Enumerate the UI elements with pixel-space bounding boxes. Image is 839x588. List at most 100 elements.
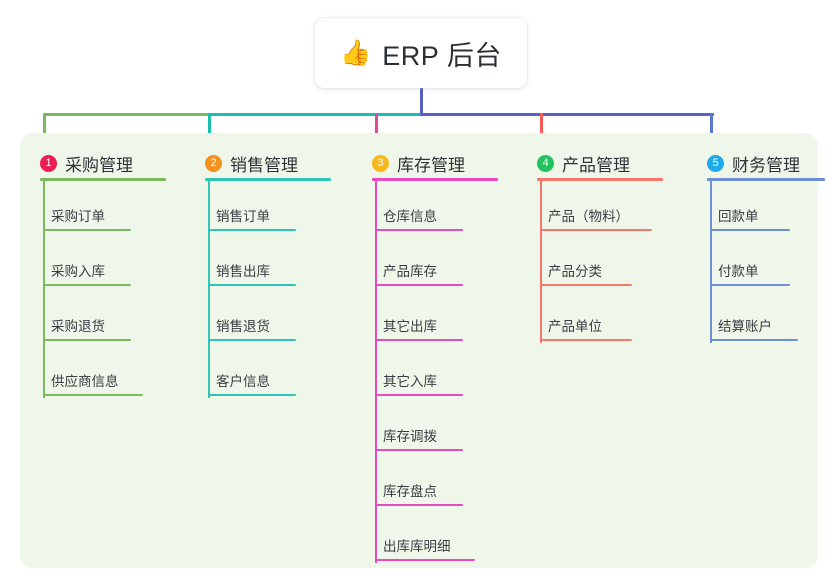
branch-badge-3: 3 [372,154,389,172]
branch-badge-4: 4 [537,154,554,172]
branch-item-label: 供应商信息 [51,374,119,389]
bus-drop-5 [710,113,713,145]
bus-segment-mid [209,113,421,116]
branch-item-underline [375,284,463,286]
branch-underline-4 [537,178,663,181]
branch-item-label: 产品分类 [548,264,602,279]
branch-item[interactable]: 其它入库 [375,370,463,396]
branch-item-label: 出库库明细 [383,539,451,554]
branch-underline-3 [372,178,498,181]
branch-item-label: 其它入库 [383,374,437,389]
root-trunk-line [420,88,423,116]
branch-item-label: 其它出库 [383,319,437,334]
branch-item[interactable]: 库存调拨 [375,425,463,451]
branch-item-underline [208,339,296,341]
branch-item-label: 采购入库 [51,264,105,279]
branch-item[interactable]: 销售出库 [208,260,296,286]
branch-title-5: 财务管理 [732,155,800,175]
branch-item-underline [710,339,798,341]
branch-item[interactable]: 其它出库 [375,315,463,341]
branch-badge-5: 5 [707,154,724,172]
branch-item-label: 产品单位 [548,319,602,334]
branch-item-underline [375,229,463,231]
bus-drop-3 [375,113,378,145]
branch-item[interactable]: 仓库信息 [375,205,463,231]
branch-item-label: 回款单 [718,209,759,224]
root-node-title: ERP 后台 [382,40,502,71]
branch-spine-2 [208,178,210,398]
bus-drop-4 [540,113,543,145]
branch-item-underline [375,394,463,396]
branch-item-label: 产品库存 [383,264,437,279]
branch-item-label: 付款单 [718,264,759,279]
branch-item-label: 产品（物料） [548,209,629,224]
branch-item-underline [375,504,463,506]
branch-item[interactable]: 采购退货 [43,315,131,341]
branch-item-label: 库存盘点 [383,484,437,499]
branch-item[interactable]: 产品（物料） [540,205,652,231]
bus-drop-1 [43,113,46,145]
branch-item-underline [208,229,296,231]
branch-item-underline [710,284,790,286]
branch-item[interactable]: 产品分类 [540,260,632,286]
branch-title-1: 采购管理 [65,155,133,175]
branch-item-underline [208,284,296,286]
branch-item-label: 采购订单 [51,209,105,224]
branch-item[interactable]: 销售退货 [208,315,296,341]
branch-item[interactable]: 库存盘点 [375,480,463,506]
branch-item-label: 库存调拨 [383,429,437,444]
bus-segment-left [44,113,209,116]
root-node-content: 👍 ERP 后台 [340,34,502,73]
branch-title-3: 库存管理 [397,155,465,175]
root-node[interactable]: 👍 ERP 后台 [315,18,527,88]
branch-badge-1: 1 [40,154,57,172]
branch-item-underline [43,339,131,341]
branch-item[interactable]: 产品库存 [375,260,463,286]
branch-spine-1 [43,178,45,398]
branch-item-underline [375,559,475,561]
branch-item[interactable]: 结算账户 [710,315,798,341]
branch-underline-5 [707,178,825,181]
branch-item-label: 采购退货 [51,319,105,334]
branch-item-underline [540,229,652,231]
branch-item-underline [710,229,790,231]
branch-header-3[interactable]: 3 库存管理 [352,145,465,181]
branch-item-underline [43,394,143,396]
branch-underline-2 [205,178,331,181]
branch-item-label: 客户信息 [216,374,270,389]
branch-item[interactable]: 回款单 [710,205,790,231]
branch-spine-5 [710,178,712,343]
branch-item-label: 销售订单 [216,209,270,224]
branch-spine-3 [375,178,377,563]
branch-item[interactable]: 采购入库 [43,260,131,286]
bus-segment-right [420,113,714,116]
branch-underline-1 [40,178,166,181]
bus-drop-2 [208,113,211,145]
branch-item-label: 销售出库 [216,264,270,279]
branch-spine-4 [540,178,542,343]
branch-header-1[interactable]: 1 采购管理 [20,145,133,181]
branch-title-2: 销售管理 [230,155,298,175]
branch-item-underline [375,449,463,451]
branch-title-4: 产品管理 [562,155,630,175]
branch-header-5[interactable]: 5 财务管理 [687,145,800,181]
branch-item-underline [43,284,131,286]
branch-item[interactable]: 采购订单 [43,205,131,231]
branch-item-underline [375,339,463,341]
branch-item[interactable]: 产品单位 [540,315,632,341]
branch-item-underline [43,229,131,231]
branch-item[interactable]: 付款单 [710,260,790,286]
branch-item[interactable]: 销售订单 [208,205,296,231]
branch-item-label: 销售退货 [216,319,270,334]
branch-item-underline [540,284,632,286]
branch-item[interactable]: 供应商信息 [43,370,143,396]
branch-badge-2: 2 [205,154,222,172]
branch-header-2[interactable]: 2 销售管理 [185,145,298,181]
branch-header-4[interactable]: 4 产品管理 [517,145,630,181]
branch-item-underline [540,339,632,341]
branch-item[interactable]: 出库库明细 [375,535,475,561]
branch-item-label: 结算账户 [718,319,772,334]
branches-panel [20,133,818,568]
branch-item[interactable]: 客户信息 [208,370,296,396]
